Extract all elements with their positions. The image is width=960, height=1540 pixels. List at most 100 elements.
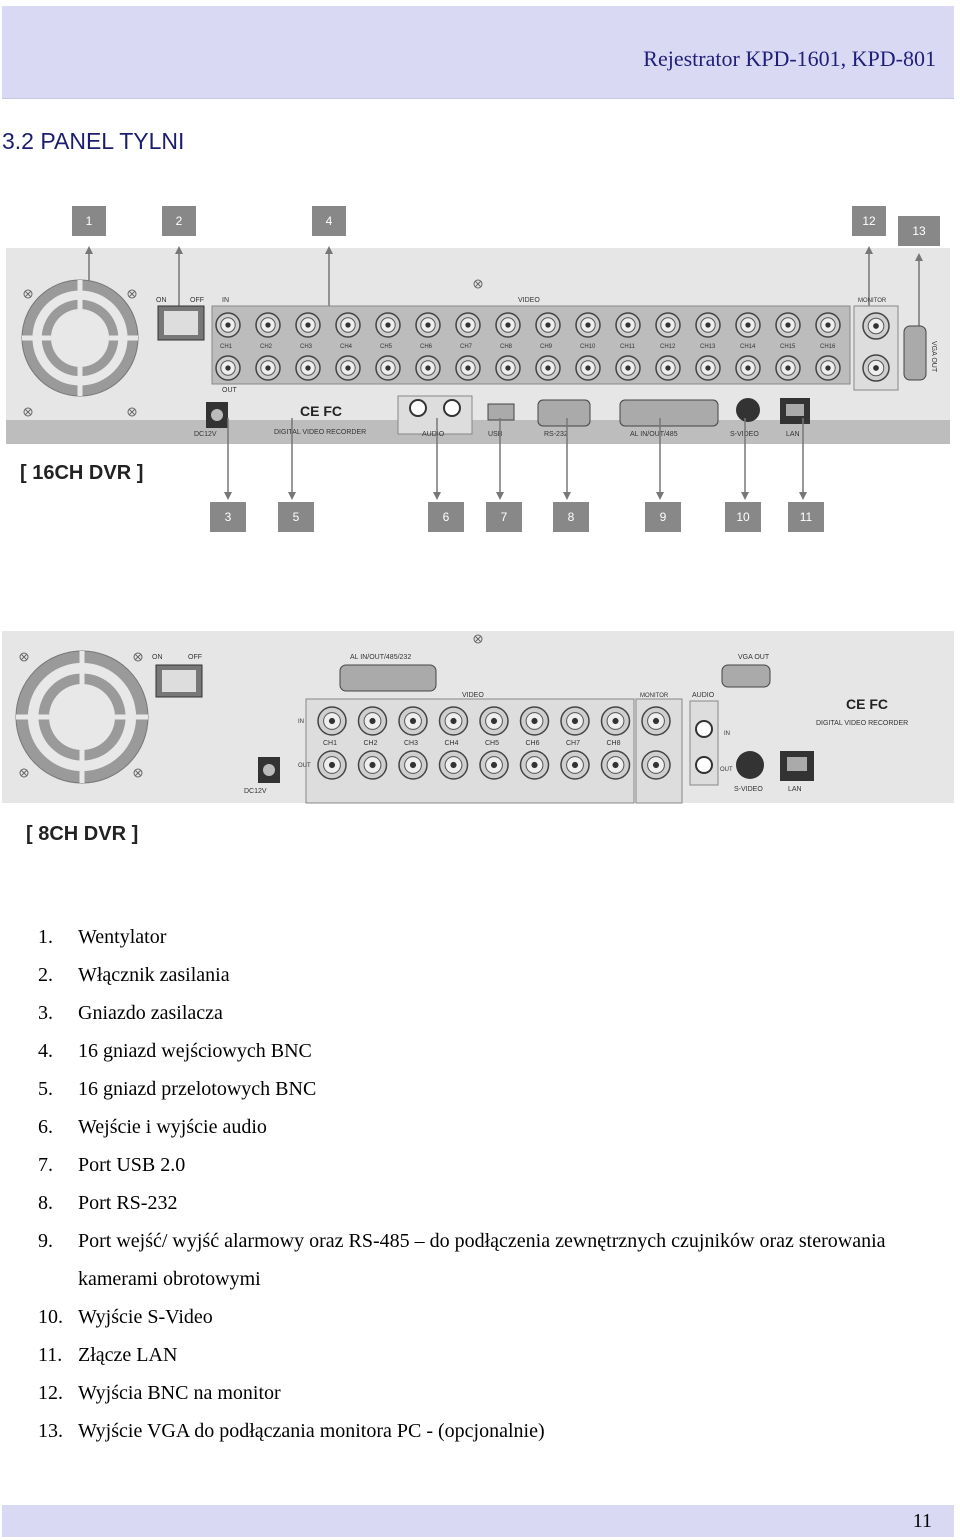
bnc-pin [612, 717, 619, 725]
callout-number: 13 [912, 224, 926, 238]
figure-16ch-caption: [ 16CH DVR ] [20, 462, 144, 484]
channel-label: CH1 [220, 344, 233, 350]
callout-number: 9 [660, 510, 667, 524]
svideo-port [736, 398, 760, 422]
channel-label: CH4 [340, 344, 353, 350]
bnc-pin [531, 761, 538, 769]
screw-slot [20, 653, 28, 661]
pointer-arrowhead [496, 492, 504, 500]
legend-item-text: Włącznik zasilania [78, 964, 230, 986]
legend-item: 11. Złącze LAN [38, 1336, 938, 1374]
video-out-label: OUT [222, 387, 238, 394]
bnc-pin [305, 322, 311, 328]
bnc-pin [490, 761, 498, 769]
screw-icon [19, 768, 29, 778]
bnc-pin [465, 322, 471, 328]
legend-item-text: 16 gniazd wejściowych BNC [78, 1040, 312, 1062]
screw-icon [133, 652, 143, 662]
pointer-arrowhead [865, 246, 873, 254]
alarm-port [619, 399, 719, 427]
fan-center [51, 309, 109, 367]
screw-icon [473, 634, 483, 644]
legend-item-number: 2. [38, 964, 53, 986]
legend-item-text: Wyjście VGA do podłączania monitora PC -… [78, 1420, 545, 1442]
bnc-pin [745, 365, 751, 371]
bnc-pin [450, 717, 457, 725]
vga-out-label: VGA OUT [930, 341, 937, 373]
bnc-pin [305, 365, 311, 371]
callout-number: 8 [568, 510, 575, 524]
pointer-arrowhead [325, 246, 333, 254]
bnc-pin [825, 322, 831, 328]
switch-off-label: OFF [188, 654, 202, 661]
screw-slot [474, 280, 482, 288]
pointer-arrowhead [224, 492, 232, 500]
legend-item: 10.Wyjście S-Video [38, 1298, 938, 1336]
lan-label: LAN [786, 431, 800, 438]
pointer-arrowhead [85, 246, 93, 254]
dvr-label: DIGITAL VIDEO RECORDER [816, 720, 908, 727]
pointer-arrowhead [799, 492, 807, 500]
bnc-pin [328, 761, 336, 769]
audio-in-jack [695, 720, 713, 738]
channel-label: CH4 [445, 740, 459, 747]
bnc-pin [665, 365, 671, 371]
video-label: VIDEO [518, 297, 540, 304]
callout-box [278, 502, 314, 532]
legend-item-number: 5. [38, 1078, 53, 1100]
legend-item: 12.Wyjścia BNC na monitor [38, 1374, 938, 1412]
fan-center [49, 684, 115, 750]
rs232-label: RS-232 [544, 431, 568, 438]
bnc-pin [873, 365, 879, 371]
callout-number: 2 [176, 214, 183, 228]
header-title: Rejestrator KPD-1601, KPD-801 [643, 46, 936, 71]
bnc-pin [545, 365, 551, 371]
bnc-pin [745, 322, 751, 328]
usb-port [487, 403, 515, 421]
channel-label: CH15 [780, 344, 796, 350]
legend-item-number: 7. [38, 1154, 53, 1176]
channel-label: CH8 [500, 344, 513, 350]
bnc-pin [825, 365, 831, 371]
screw-slot [474, 635, 482, 643]
channel-label: CH16 [820, 344, 836, 350]
pointer-arrowhead [656, 492, 664, 500]
audio-in-jack [409, 399, 427, 417]
ce-fc-logo: CE FC [300, 403, 342, 419]
audio-out-jack [695, 756, 713, 774]
bnc-pin [625, 322, 631, 328]
legend-item-text: Gniazdo zasilacza [78, 1002, 223, 1024]
bnc-pin [625, 365, 631, 371]
bnc-pin [612, 761, 619, 769]
legend-item: 6.Wejście i wyjście audio [38, 1108, 938, 1146]
callout-box [312, 206, 346, 236]
channel-label: CH5 [485, 740, 499, 747]
legend-item-text: Port wejść/ wyjść alarmowy oraz RS-485 –… [78, 1230, 886, 1290]
channel-label: CH6 [420, 344, 433, 350]
bnc-pin [785, 365, 791, 371]
legend-item-number: 4. [38, 1040, 53, 1062]
channel-label: CH6 [526, 740, 540, 747]
legend-item: 4. 16 gniazd wejściowych BNC [38, 1032, 938, 1070]
legend-item: 1.Wentylator [38, 918, 938, 956]
page-number: 11 [912, 1510, 932, 1532]
legend-item-text: Złącze LAN [78, 1344, 178, 1366]
audio-block [397, 395, 473, 435]
callout-box [428, 502, 464, 532]
bnc-pin [425, 365, 431, 371]
legend-item: 8.Port RS-232 [38, 1184, 938, 1222]
legend-item-number: 11. [38, 1344, 63, 1366]
channel-label: CH7 [460, 344, 473, 350]
channel-label: CH3 [404, 740, 418, 747]
legend-item: 9.Port wejść/ wyjść alarmowy oraz RS-485… [38, 1222, 938, 1298]
screw-slot [128, 290, 136, 298]
screw-slot [20, 769, 28, 777]
legend-item-text: 16 gniazd przelotowych BNC [78, 1078, 317, 1100]
channel-label: CH13 [700, 344, 716, 350]
bnc-pin [873, 323, 879, 329]
channel-label: CH3 [300, 344, 313, 350]
switch-off-label: OFF [190, 297, 204, 304]
legend-item-number: 6. [38, 1116, 53, 1138]
